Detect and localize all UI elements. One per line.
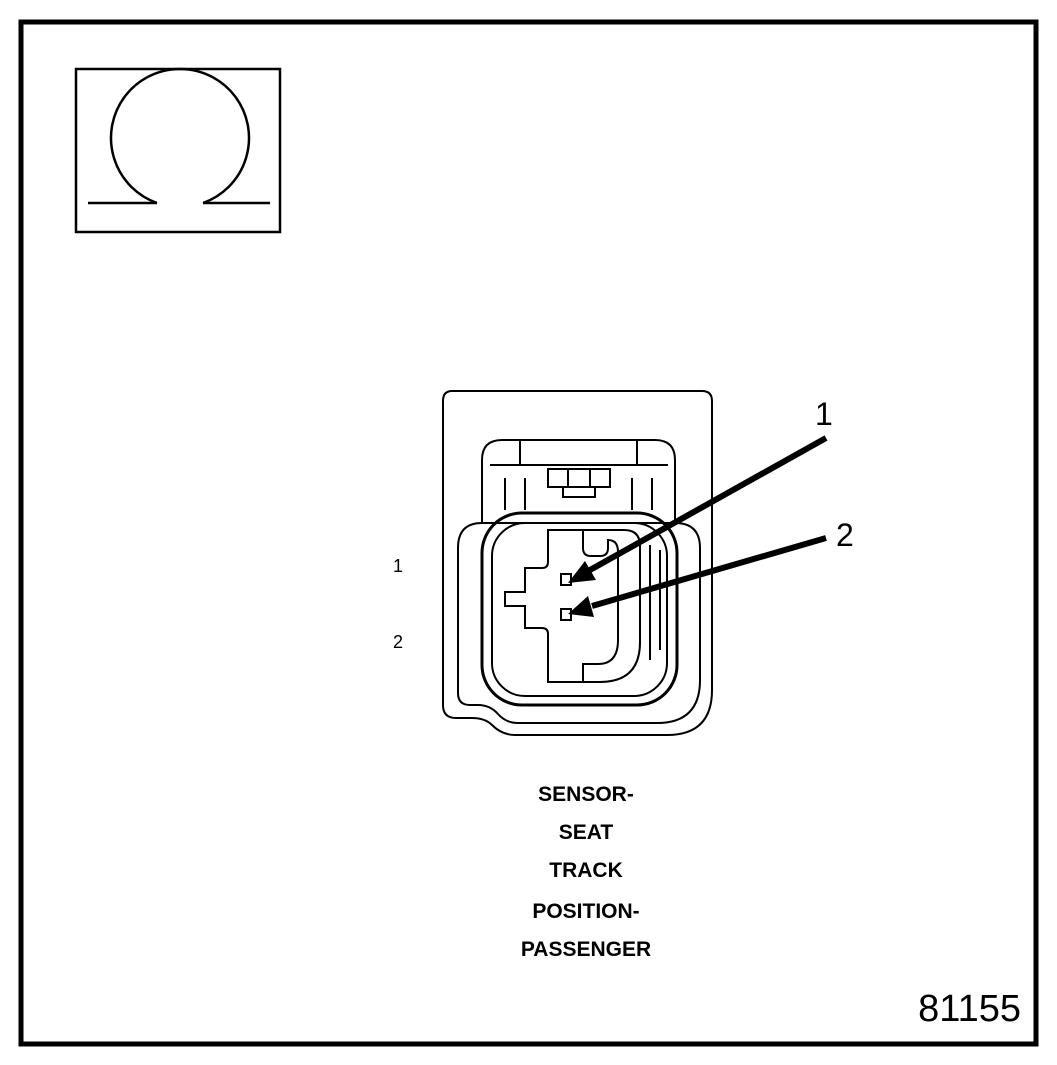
terminal-1 (560, 573, 572, 586)
outer-frame (18, 19, 1039, 1047)
caption-line-5: PASSENGER (520, 938, 652, 961)
pin-side-label-2: 2 (393, 632, 404, 652)
callout-label-1: 1 (815, 396, 833, 432)
ohm-icon (74, 67, 282, 234)
callout-arrow-2 (591, 535, 827, 609)
terminal-2 (560, 608, 572, 621)
callout-arrows (568, 435, 828, 617)
callout-label-2: 2 (836, 517, 854, 553)
caption-line-3: TRACK (549, 859, 623, 882)
callout-arrow-1 (588, 435, 828, 573)
figure-number: 81155 (918, 988, 1021, 1030)
connector-housing (442, 390, 713, 736)
caption-line-2: SEAT (558, 821, 614, 844)
pin-side-label-1: 1 (393, 556, 404, 576)
caption-line-4: POSITION- (532, 900, 640, 923)
caption-line-1: SENSOR- (538, 783, 634, 806)
